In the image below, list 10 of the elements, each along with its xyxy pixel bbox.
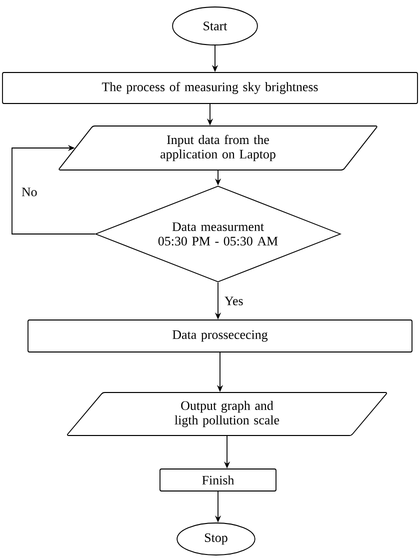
output-parallelogram: Output graph and ligth pollution scale <box>66 392 388 436</box>
stop-terminal: Stop <box>176 522 256 556</box>
edge-label: No <box>20 186 38 198</box>
process-box: Finish <box>160 468 276 492</box>
start-terminal: Start <box>172 6 258 46</box>
process-box: The process of measuring sky brightness <box>2 72 418 104</box>
process-box: Data prossececing <box>28 320 412 352</box>
edge-label: Yes <box>223 296 244 306</box>
arrow <box>12 144 96 234</box>
input-parallelogram: Input data from the application on Laptop <box>58 126 378 170</box>
